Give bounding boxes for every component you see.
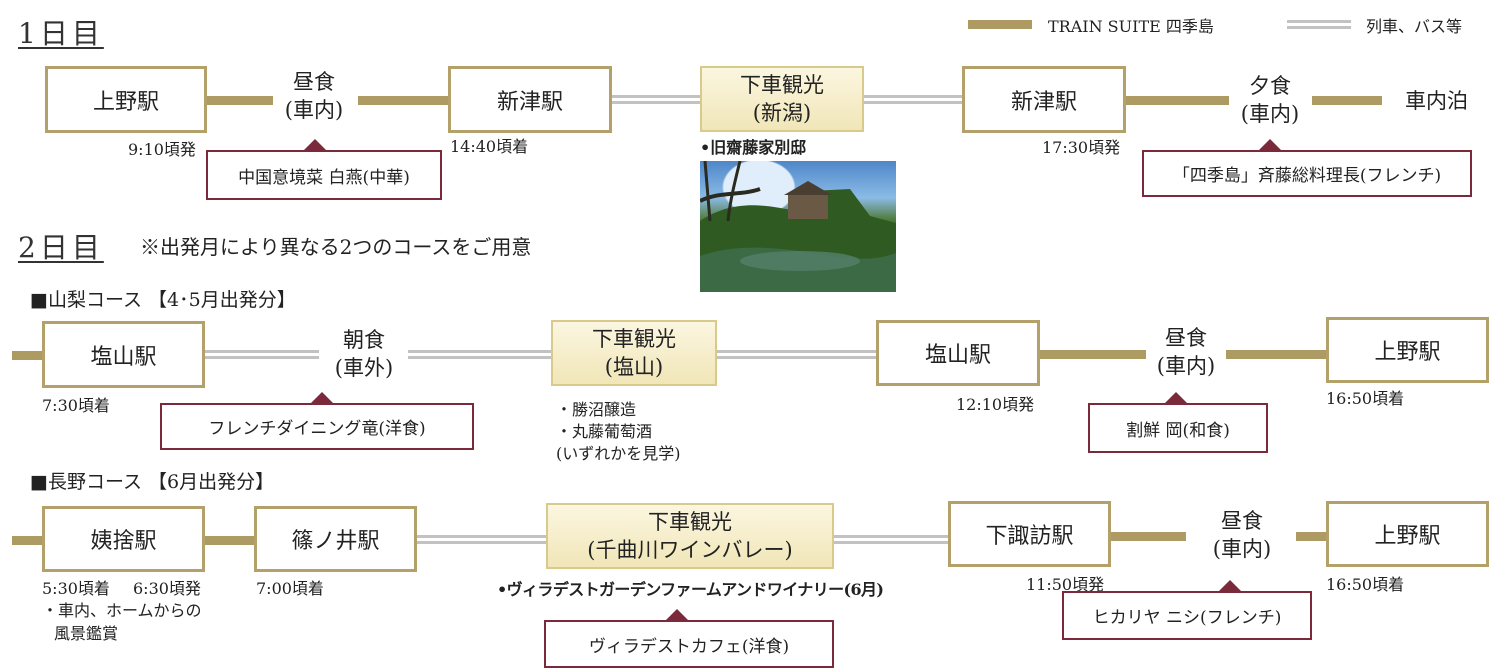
yamanashi-course-heading: ■山梨コース 【4･5月出発分】	[30, 289, 296, 311]
yamanashi-sightseeing-line1: 下車観光	[592, 327, 676, 351]
nagano-lunch-restaurant: ヒカリヤ ニシ(フレンチ)	[1062, 591, 1312, 640]
nagano-line-sight-shimosuwa	[832, 535, 952, 544]
nagano-time-obasute-depart: 6:30頃発	[133, 579, 201, 598]
yamanashi-station-enzan-depart: 塩山駅	[876, 320, 1040, 386]
yamanashi-line-start	[12, 351, 44, 360]
day1-title: 1日目	[18, 17, 104, 50]
nagano-line-shinonoi-sight	[416, 535, 548, 544]
yamanashi-lunch-line2: (車内)	[1156, 354, 1216, 378]
yamanashi-lunch: 昼食 (車内)	[1134, 324, 1238, 380]
day1-lunch-line1: 昼食	[293, 70, 335, 94]
nagano-lunch-line2: (車内)	[1212, 537, 1272, 561]
day1-sightseeing-line2: (新潟)	[752, 101, 812, 125]
yamanashi-breakfast-line2: (車外)	[334, 356, 394, 380]
yamanashi-lunch-pointer	[1165, 392, 1187, 403]
saito-villa-photo-drawing	[700, 161, 896, 292]
nagano-line-obasute-shinonoi	[204, 536, 256, 545]
day1-line-lunch-niitsu	[358, 96, 450, 105]
yamanashi-line-enzan-lunch	[1038, 350, 1146, 359]
yamanashi-sightseeing-enzan: 下車観光 (塩山)	[551, 320, 717, 386]
yamanashi-spot-1: ・勝沼醸造	[556, 400, 637, 419]
day2-title: 2日目	[18, 231, 104, 264]
day1-lunch-restaurant: 中国意境菜 白燕(中華)	[206, 150, 442, 200]
day1-dinner-restaurant: 「四季島」斉藤総料理長(フレンチ)	[1142, 150, 1472, 197]
day1-dinner-pointer	[1259, 139, 1281, 150]
legend-train-line	[968, 20, 1032, 29]
day1-line-ueno-lunch	[205, 96, 273, 105]
nagano-station-obasute: 姨捨駅	[42, 506, 205, 572]
day1-time-niitsu-arrive: 14:40頃着	[450, 137, 529, 156]
nagano-note-1: ・車内、ホームからの	[42, 601, 202, 620]
day1-dinner-line2: (車内)	[1240, 102, 1300, 126]
nagano-course-heading: ■長野コース 【6月出発分】	[30, 471, 275, 493]
yamanashi-time-ueno-arrive: 16:50頃着	[1326, 389, 1405, 408]
nagano-line-lunch-ueno	[1296, 532, 1328, 541]
day1-sightseeing-niigata: 下車観光 (新潟)	[700, 66, 864, 132]
nagano-cafe-restaurant: ヴィラデストカフェ(洋食)	[544, 620, 834, 668]
nagano-lunch: 昼食 (車内)	[1190, 507, 1294, 563]
yamanashi-line-breakfast-sight	[408, 350, 553, 359]
nagano-station-shinonoi: 篠ノ井駅	[254, 506, 417, 572]
yamanashi-spot-note: (いずれかを見学)	[556, 444, 681, 463]
yamanashi-station-enzan-arrive: 塩山駅	[42, 321, 205, 388]
nagano-note-2: 風景鑑賞	[54, 624, 119, 643]
nagano-time-ueno-arrive: 16:50頃着	[1326, 575, 1405, 594]
day1-lunch: 昼食 (車内)	[262, 68, 366, 124]
day1-station-niitsu-arrive: 新津駅	[448, 66, 612, 133]
legend-train-label: TRAIN SUITE 四季島	[1048, 17, 1214, 36]
nagano-station-shimosuwa: 下諏訪駅	[948, 501, 1111, 567]
yamanashi-station-ueno: 上野駅	[1326, 317, 1489, 383]
yamanashi-breakfast-restaurant: フレンチダイニング竜(洋食)	[160, 403, 474, 450]
nagano-station-ueno: 上野駅	[1326, 501, 1489, 567]
day1-station-niitsu-depart: 新津駅	[962, 66, 1126, 133]
nagano-sightseeing-spot: •ヴィラデストガーデンファームアンドワイナリー(6月)	[497, 580, 884, 599]
yamanashi-time-enzan-depart: 12:10頃発	[956, 395, 1035, 414]
legend-other-line	[1287, 20, 1351, 29]
saito-villa-photo	[700, 161, 896, 292]
day1-sightseeing-spot: •旧齋藤家別邸	[700, 138, 807, 157]
yamanashi-lunch-restaurant: 割鮮 岡(和食)	[1088, 403, 1268, 453]
nagano-lunch-line1: 昼食	[1221, 509, 1263, 533]
nagano-cafe-pointer	[666, 609, 688, 620]
nagano-sightseeing-line2: (千曲川ワインバレー)	[587, 538, 793, 562]
nagano-time-obasute-arrive: 5:30頃着	[42, 579, 110, 598]
yamanashi-lunch-line1: 昼食	[1165, 326, 1207, 350]
day1-line-sight-niitsu	[864, 95, 964, 104]
day1-time-ueno-depart: 9:10頃発	[128, 140, 196, 159]
day1-overnight: 車内泊	[1405, 89, 1468, 113]
yamanashi-sightseeing-line2: (塩山)	[604, 355, 664, 379]
yamanashi-line-enzan-breakfast	[204, 350, 319, 359]
yamanashi-breakfast-line1: 朝食	[343, 328, 385, 352]
nagano-lunch-pointer	[1219, 580, 1241, 591]
legend-other-label: 列車、バス等	[1366, 17, 1463, 36]
nagano-sightseeing-line1: 下車観光	[648, 510, 732, 534]
day1-time-niitsu-depart: 17:30頃発	[1042, 138, 1121, 157]
yamanashi-breakfast-pointer	[311, 392, 333, 403]
nagano-time-shimosuwa-depart: 11:50頃発	[1026, 575, 1105, 594]
day1-lunch-pointer	[304, 139, 326, 150]
nagano-time-shinonoi-arrive: 7:00頃着	[256, 579, 324, 598]
day1-station-ueno: 上野駅	[45, 66, 207, 133]
day1-sightseeing-line1: 下車観光	[740, 73, 824, 97]
day1-line-dinner-overnight	[1312, 96, 1382, 105]
yamanashi-time-enzan-arrive: 7:30頃着	[42, 396, 110, 415]
nagano-line-start	[12, 536, 44, 545]
yamanashi-line-sight-enzan	[716, 350, 878, 359]
day1-dinner-line1: 夕食	[1249, 74, 1291, 98]
nagano-sightseeing-chikuma: 下車観光 (千曲川ワインバレー)	[546, 503, 834, 569]
yamanashi-line-lunch-ueno	[1226, 350, 1328, 359]
day1-dinner: 夕食 (車内)	[1218, 72, 1322, 128]
yamanashi-spot-2: ・丸藤葡萄酒	[556, 422, 653, 441]
day1-line-niitsu-dinner	[1125, 96, 1229, 105]
yamanashi-breakfast: 朝食 (車外)	[312, 326, 416, 382]
nagano-line-shimosuwa-lunch	[1110, 532, 1186, 541]
day1-lunch-line2: (車内)	[284, 98, 344, 122]
day2-note: ※出発月により異なる2つのコースをご用意	[140, 235, 532, 259]
day1-line-niitsu-sight	[610, 95, 700, 104]
